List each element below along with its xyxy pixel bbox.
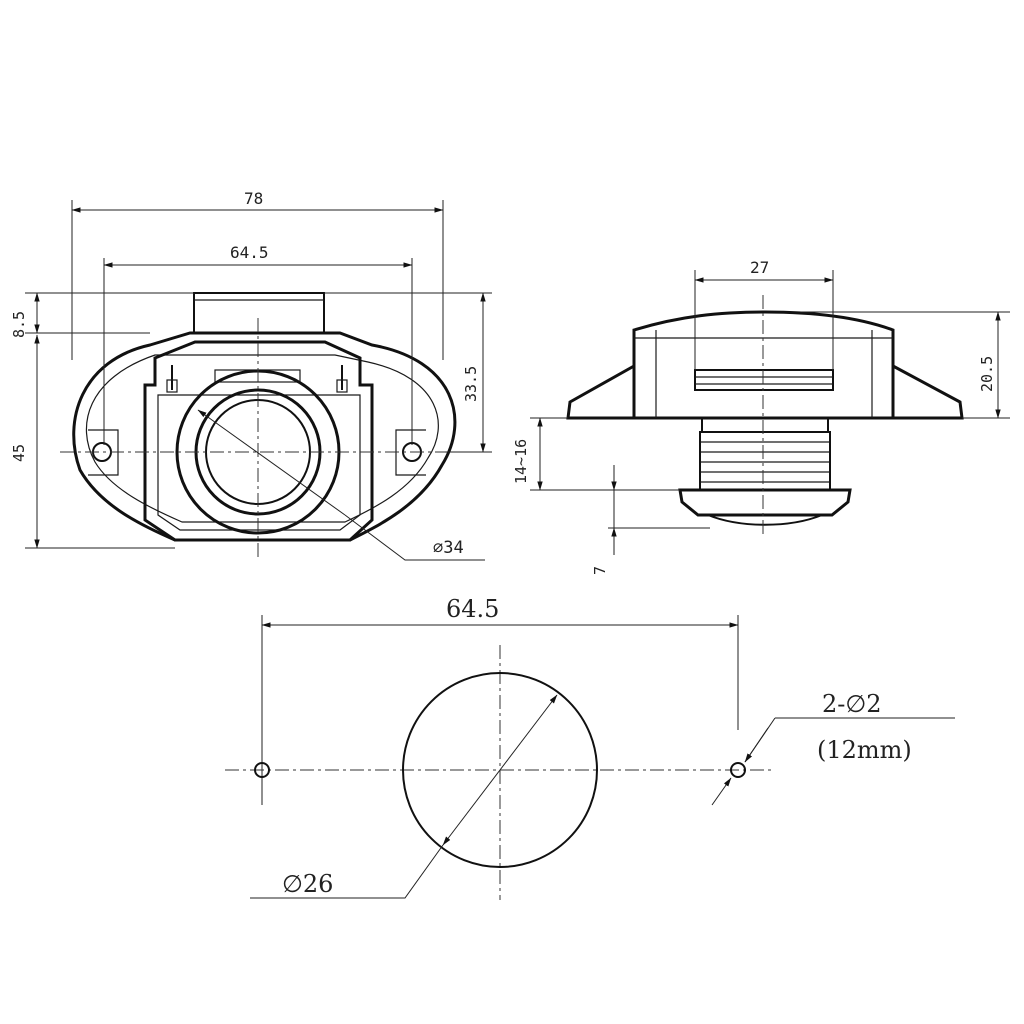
cutout-hole-spacing-label: 64.5: [446, 595, 499, 623]
front-top-tab: [193, 292, 325, 334]
cutout-diameter-label: ∅26: [282, 870, 333, 898]
front-top-offset-label: 8.5: [10, 311, 28, 338]
side-thread-range-label: 14~16: [512, 439, 530, 484]
cutout-hole-callout-label: 2-∅2: [822, 690, 882, 718]
side-view: 27 20.5 14~16 7: [512, 258, 1010, 575]
front-flange-outline: [72, 331, 457, 542]
cutout-hole-left: [254, 762, 270, 778]
front-overall-width-label: 78: [244, 189, 263, 208]
side-barrel: [701, 418, 829, 433]
side-cap: [632, 310, 895, 420]
side-nut: [678, 488, 852, 517]
side-cap-height-label: 20.5: [978, 356, 996, 392]
front-view: ∅34 78 64.5 8.5 45 33.5: [10, 189, 492, 561]
cutout-template: 64.5 ∅26 2-∅2 (12mm): [225, 595, 955, 900]
cutout-circle: [402, 672, 598, 868]
side-protrusion-label: 7: [591, 566, 609, 575]
side-cap-width-label: 27: [750, 258, 769, 277]
front-height-label: 45: [10, 444, 28, 462]
front-flange-inner: [85, 354, 439, 523]
side-left-wing: [566, 364, 635, 420]
front-housing: [143, 340, 374, 542]
cutout-hole-right: [730, 762, 746, 778]
cutout-hole-note-label: (12mm): [817, 736, 912, 764]
front-body-height-label: 33.5: [462, 366, 480, 402]
front-button-diameter-label: ∅34: [433, 538, 464, 558]
side-right-wing: [892, 364, 964, 420]
front-mount-spacing-label: 64.5: [230, 243, 269, 262]
